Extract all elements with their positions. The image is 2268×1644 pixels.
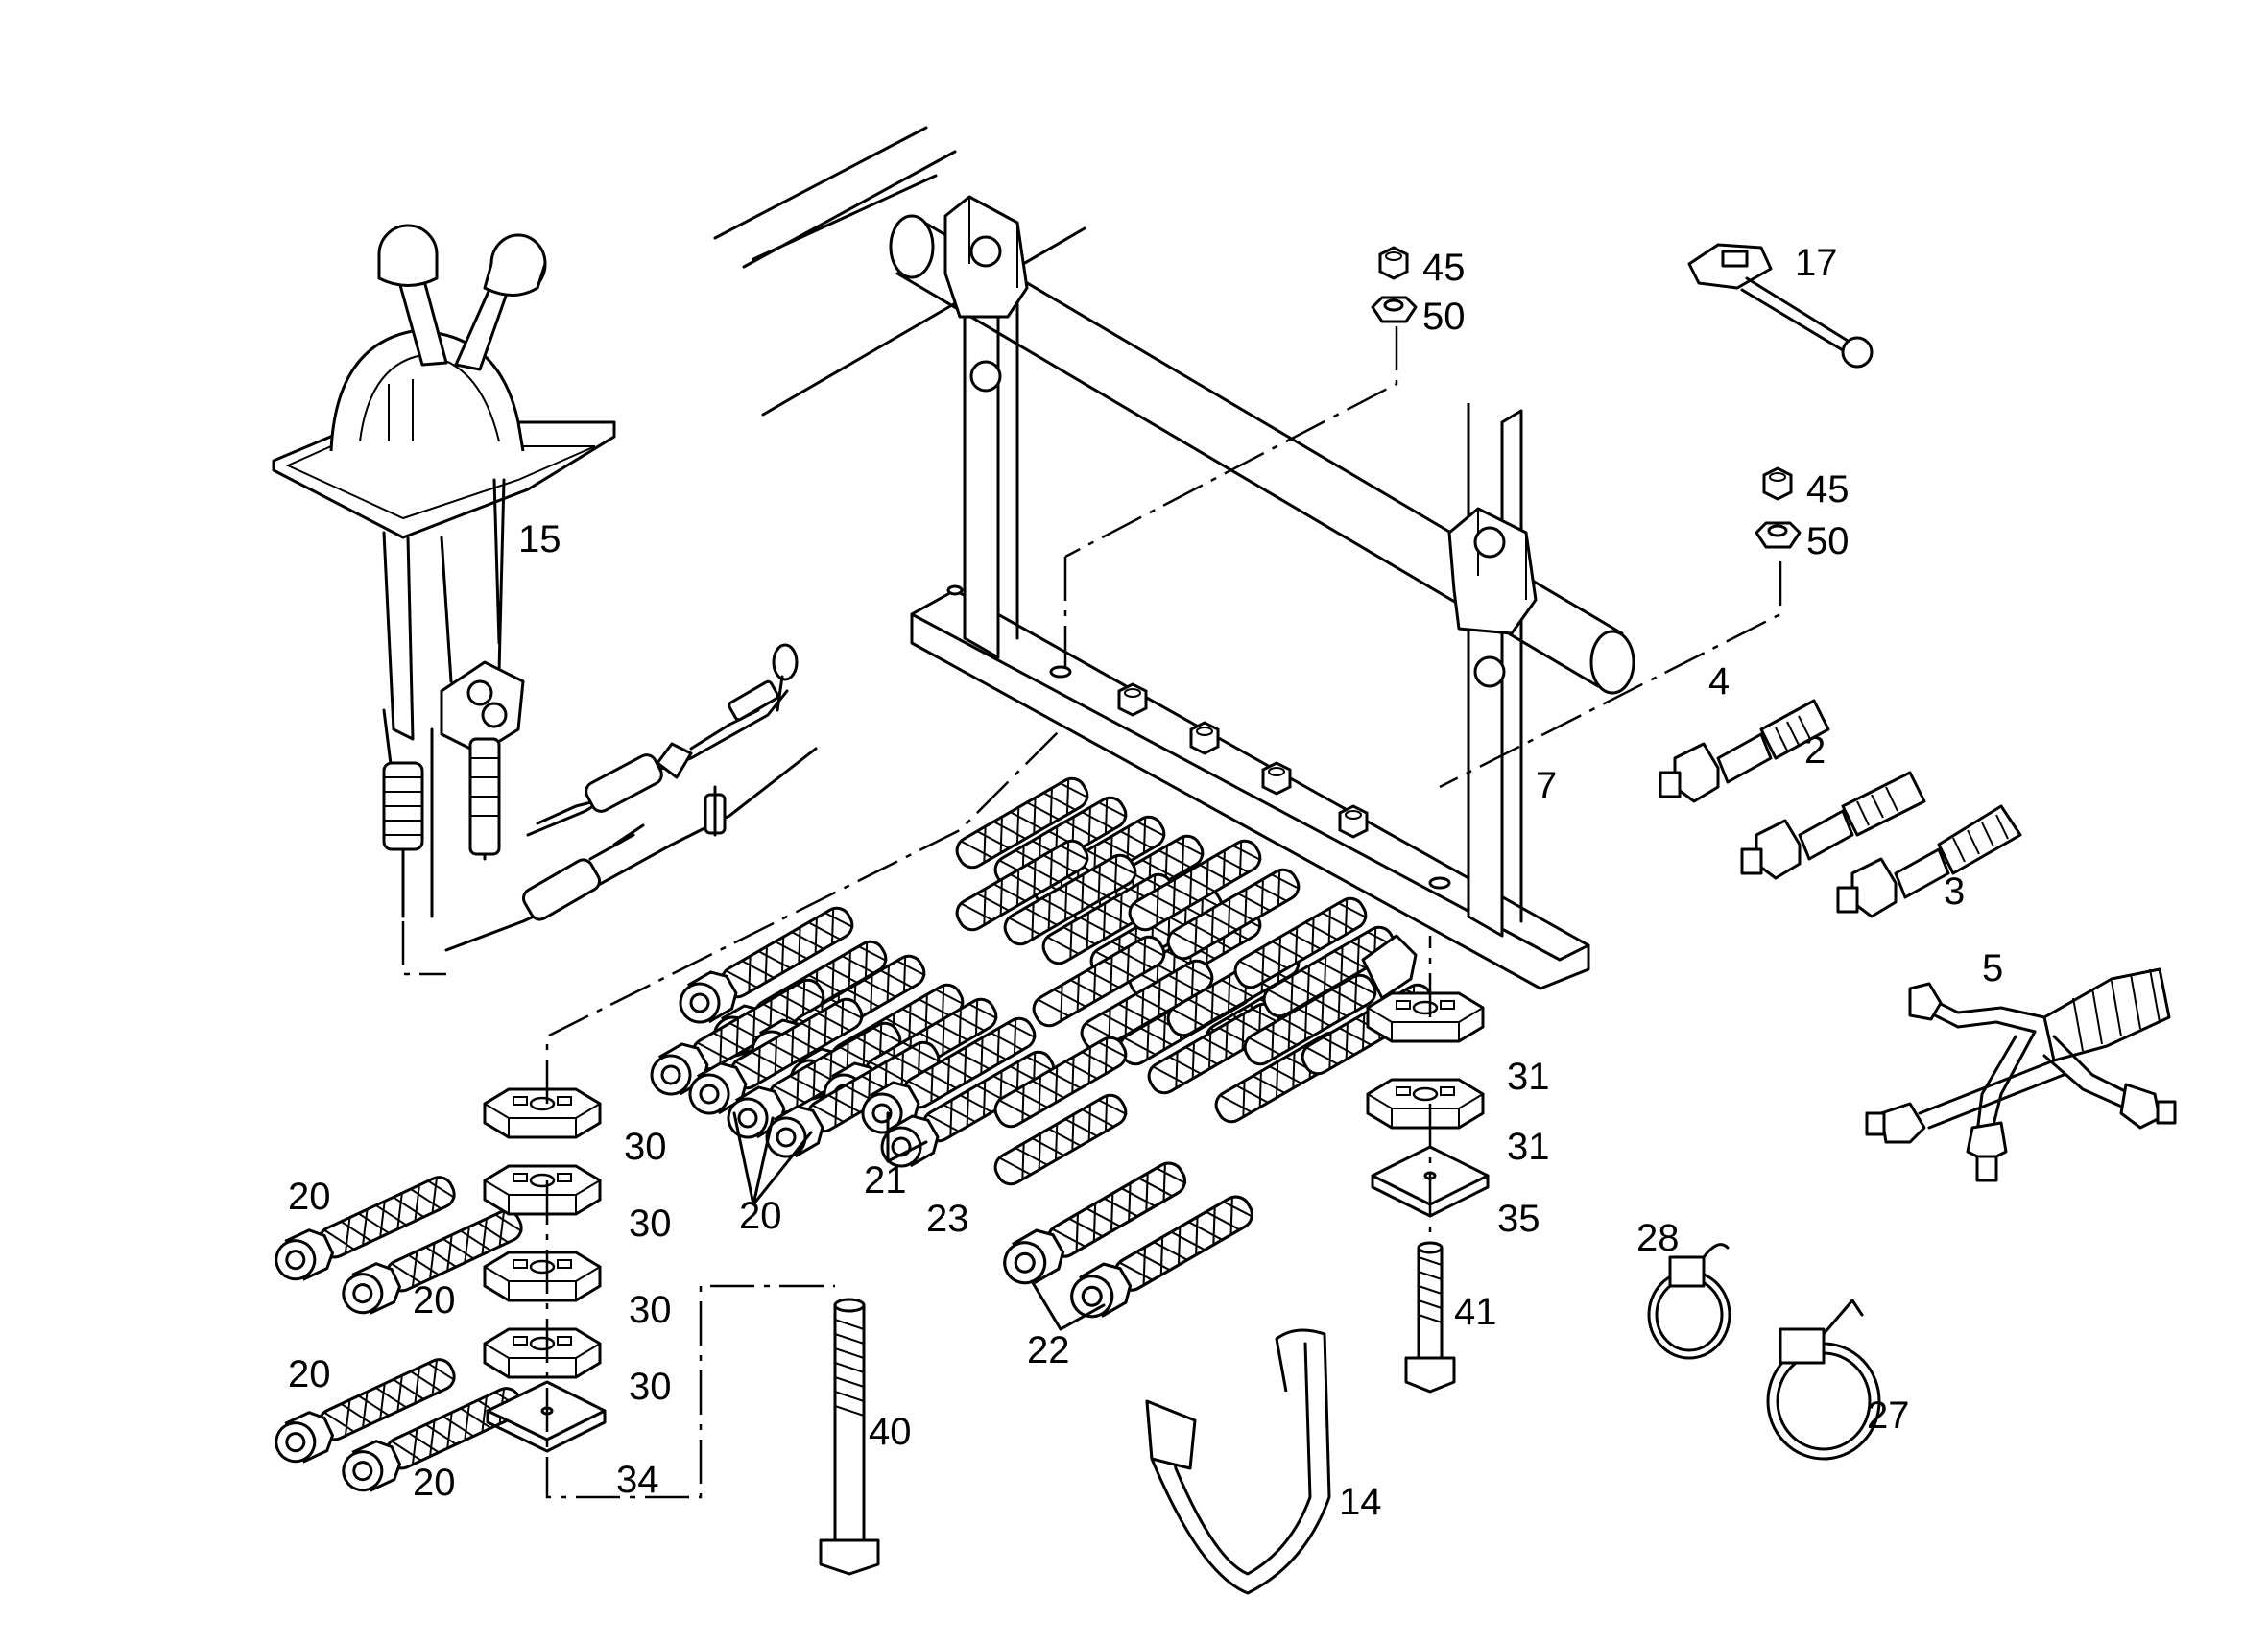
fitting-2 — [1740, 771, 1926, 880]
callout-20-e: 20 — [739, 1195, 782, 1237]
callout-41: 41 — [1454, 1291, 1497, 1333]
callout-31-b: 31 — [1507, 1126, 1550, 1168]
callout-20-d: 20 — [413, 1462, 456, 1504]
callout-21: 21 — [864, 1159, 907, 1202]
leader-lines — [401, 326, 1782, 1499]
callout-23: 23 — [926, 1198, 969, 1240]
mounting-bracket-assembly — [889, 195, 1635, 990]
bolt-41 — [1404, 1241, 1456, 1394]
control-lever-assembly — [272, 224, 616, 918]
strap-14 — [1145, 1328, 1331, 1595]
callout-45-b: 45 — [1806, 468, 1850, 511]
fitting-3 — [1836, 804, 2022, 918]
callout-17: 17 — [1795, 242, 1838, 284]
hose-clamp-27 — [1766, 1299, 1881, 1461]
nut-washer-45-50-right — [1755, 466, 1802, 549]
callout-27: 27 — [1867, 1394, 1910, 1437]
callout-14: 14 — [1339, 1481, 1382, 1523]
callout-5: 5 — [1982, 947, 2003, 989]
callout-50-b: 50 — [1806, 520, 1850, 562]
callout-20-b: 20 — [413, 1279, 456, 1322]
bolt-40 — [819, 1298, 880, 1576]
callout-2: 2 — [1804, 729, 1826, 772]
callout-3: 3 — [1944, 870, 1965, 913]
callout-40: 40 — [869, 1411, 912, 1453]
handle-17 — [1687, 243, 1874, 369]
callout-50-a: 50 — [1422, 296, 1466, 338]
callout-20-a: 20 — [288, 1176, 331, 1218]
nut-washer-45-50-top — [1371, 246, 1418, 323]
callout-labels: 2 3 4 5 7 14 15 17 20 20 20 20 20 21 22 … — [288, 242, 2003, 1523]
callout-20-c: 20 — [288, 1353, 331, 1395]
callout-30-b: 30 — [629, 1203, 672, 1245]
push-pull-cables — [444, 643, 818, 952]
fitting-4 — [1659, 699, 1830, 803]
callout-34: 34 — [616, 1459, 659, 1501]
callout-28: 28 — [1636, 1217, 1680, 1259]
callout-31-a: 31 — [1507, 1056, 1550, 1098]
hydraulic-hose-bundle — [644, 772, 1440, 1206]
callout-30-d: 30 — [629, 1366, 672, 1408]
hose-harness-5 — [1865, 967, 2177, 1182]
callout-35: 35 — [1497, 1198, 1540, 1240]
callout-4: 4 — [1708, 660, 1730, 703]
hoses-22 — [996, 1153, 1260, 1331]
callout-15: 15 — [518, 518, 561, 560]
callout-30-c: 30 — [629, 1289, 672, 1331]
vehicle-frame-lines — [713, 126, 1086, 417]
callout-22: 22 — [1027, 1329, 1070, 1371]
callout-7: 7 — [1536, 765, 1557, 807]
callout-45-a: 45 — [1422, 247, 1466, 289]
clamp-blocks-31 — [1366, 991, 1490, 1218]
callout-30-a: 30 — [624, 1126, 667, 1168]
hose-clamp-28 — [1647, 1243, 1731, 1360]
